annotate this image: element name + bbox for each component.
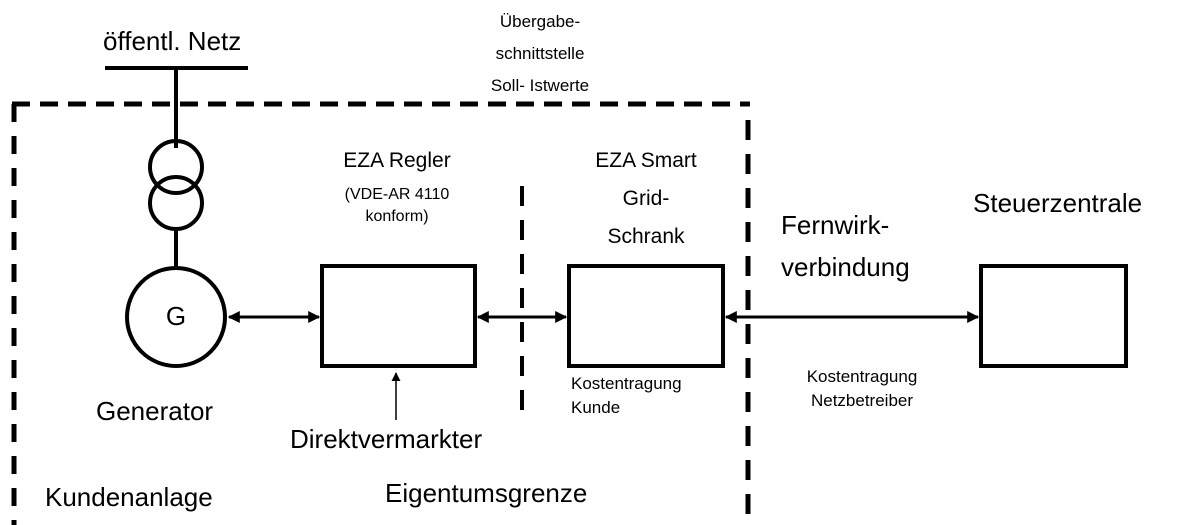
transformer-lower-coil	[148, 175, 204, 231]
controller-box	[320, 264, 477, 368]
interface-label-line1: Übergabe-	[499, 12, 581, 31]
direct-marketer-label: Direktvermarkter	[290, 424, 483, 454]
generator-symbol-label: G	[165, 301, 187, 331]
smart-grid-label-line3: Schrank	[607, 225, 685, 248]
interface-label-line3: Soll- Istwerte	[490, 76, 590, 95]
smart-grid-label-line2: Grid-	[622, 187, 670, 210]
controller-title: EZA Regler	[343, 149, 451, 172]
cost-customer-line2: Kunde	[571, 398, 621, 417]
ownership-boundary-label: Eigentumsgrenze	[385, 478, 588, 508]
interface-label-line2: schnittstelle	[495, 44, 585, 63]
customer-plant-label: Kundenanlage	[45, 482, 213, 512]
cost-operator-line1: Kostentragung	[806, 367, 918, 386]
generator-label: Generator	[96, 396, 214, 426]
control-center-box	[979, 264, 1128, 368]
grid-label: öffentl. Netz	[103, 26, 242, 56]
controller-note-line2: konform)	[365, 208, 429, 225]
smart-grid-label-line1: EZA Smart	[595, 149, 697, 172]
smart-grid-box	[567, 264, 725, 368]
transformer-upper-coil	[148, 139, 204, 195]
cost-customer-line1: Kostentragung	[571, 374, 682, 393]
telecontrol-label-line2: verbindung	[781, 252, 910, 282]
generator-symbol	[125, 266, 227, 368]
control-center-label: Steuerzentrale	[973, 188, 1143, 218]
controller-note-line1: (VDE-AR 4110	[344, 186, 450, 203]
cost-operator-line2: Netzbetreiber	[810, 391, 914, 410]
telecontrol-label-line1: Fernwirk-	[781, 210, 890, 240]
